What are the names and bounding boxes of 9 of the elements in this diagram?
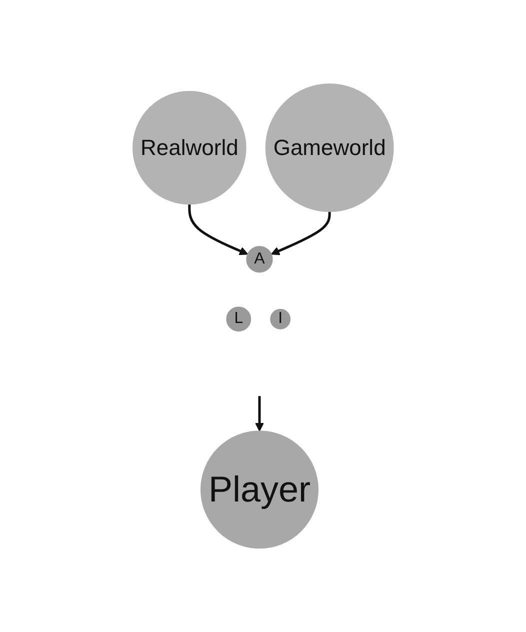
node-circle: Gameworld <box>265 83 394 212</box>
node-circle: I <box>270 308 290 330</box>
arrow <box>270 211 331 256</box>
arrow <box>254 396 264 432</box>
node-circle: L <box>226 306 251 332</box>
node-circle: Player <box>200 430 318 549</box>
arrow <box>188 204 248 256</box>
node-circle: Realworld <box>132 90 246 205</box>
node-circle: A <box>246 246 273 273</box>
